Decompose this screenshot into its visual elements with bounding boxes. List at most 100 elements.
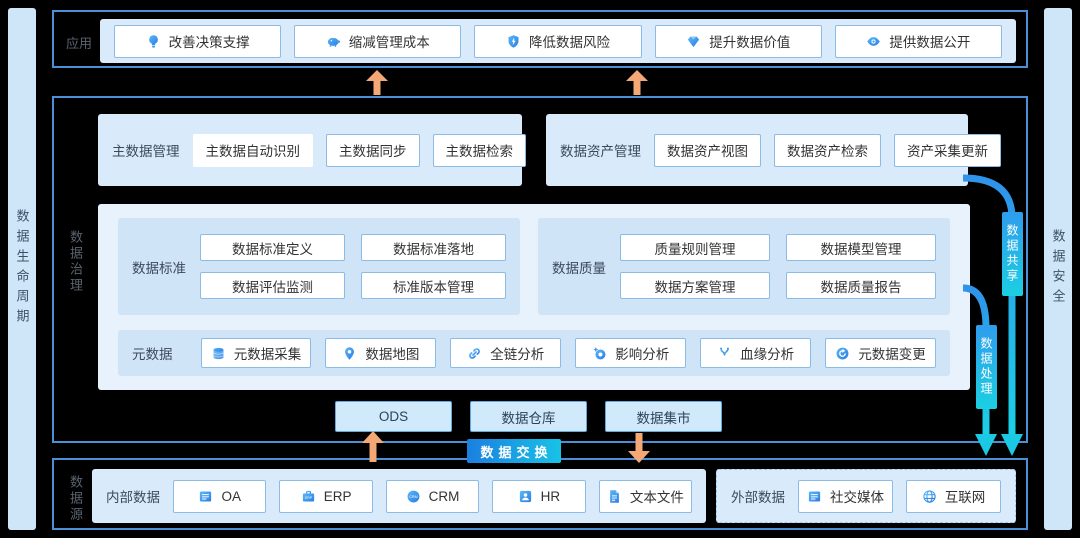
asset-view-button[interactable]: 数据资产视图 [654,133,761,167]
globe-icon [923,489,936,503]
button-label: 文本文件 [629,490,684,505]
svg-text:ERP: ERP [305,496,313,500]
quality-report-button[interactable]: 数据质量报告 [786,272,936,299]
data-assets-label: 数据资产管理 [560,144,641,159]
data-exchange-badge: 数据交换 [467,439,561,463]
governance-big-panel: 数据标准 数据标准定义 数据标准落地 数据评估监测 标准版本管理 数据质量 质量… [98,204,970,390]
governance-section-label: 数据治理 [68,230,83,294]
application-section-label: 应用 [66,36,93,51]
button-label: ODS [378,409,409,424]
data-quality-panel: 数据质量 质量规则管理 数据模型管理 数据方案管理 数据质量报告 [538,218,950,315]
button-label: 数据地图 [365,347,420,362]
button-label: 主数据同步 [339,144,407,159]
application-panel: 改善决策支撑 缩减管理成本 降低数据风险 提升数据价值 提供数据公开 [100,19,1016,63]
impact-analysis-button[interactable]: 影响分析 [575,338,687,368]
button-label: 资产采集更新 [907,144,988,159]
external-data-label: 外部数据 [731,490,785,505]
data-security-bar: 数据安全 [1044,8,1072,530]
metadata-change-button[interactable]: 元数据变更 [825,338,937,368]
storage-row: ODS 数据仓库 数据集市 [335,401,722,432]
button-label: 数据仓库 [501,410,556,426]
improve-decision-button[interactable]: 改善决策支撑 [114,24,282,58]
social-media-button[interactable]: 社交媒体 [798,479,893,513]
oa-button[interactable]: OA [173,479,267,513]
metadata-label: 元数据 [132,347,173,362]
asset-search-button[interactable]: 数据资产检索 [774,133,881,167]
data-model-button[interactable]: 数据模型管理 [786,234,936,261]
lightbulb-icon [148,34,158,47]
button-label: 提升数据价值 [709,35,791,50]
button-label: 数据模型管理 [820,241,902,257]
application-section: 应用 改善决策支撑 缩减管理成本 降低数据风险 提升数据价值 提供数据公开 [52,10,1028,68]
master-data-search-button[interactable]: 主数据检索 [432,133,526,167]
data-standards-panel: 数据标准 数据标准定义 数据标准落地 数据评估监测 标准版本管理 [118,218,520,315]
internal-data-panel: 内部数据 OA ERP ERP CRM CRM HR 文本文件 [92,469,706,523]
full-chain-analysis-button[interactable]: 全链分析 [450,338,562,368]
data-process-badge: 数据处理 [976,325,997,409]
hr-button[interactable]: HR [492,479,586,513]
data-source-section-label: 数据源 [68,475,83,523]
master-data-sync-button[interactable]: 主数据同步 [326,133,420,167]
oa-doc-icon [200,491,212,501]
map-pin-icon [345,346,355,360]
button-label: 主数据检索 [445,144,514,159]
reduce-risk-button[interactable]: 降低数据风险 [474,24,642,58]
hr-person-icon [519,490,531,502]
button-label: 缩减管理成本 [348,35,430,50]
quality-rules-button[interactable]: 质量规则管理 [620,234,770,261]
data-mart-button[interactable]: 数据集市 [605,401,722,432]
open-data-button[interactable]: 提供数据公开 [834,24,1003,58]
button-label: 全链分析 [490,347,545,362]
chain-link-icon [469,347,481,359]
badge-label: 数据处理 [979,337,993,397]
badge-label: 数据交换 [480,444,553,460]
data-assess-button[interactable]: 数据评估监测 [200,272,345,299]
data-map-button[interactable]: 数据地图 [325,338,437,368]
data-lifecycle-label: 数据生命周期 [14,209,30,329]
asset-collect-button[interactable]: 资产采集更新 [894,133,1001,167]
text-file-button[interactable]: 文本文件 [598,479,693,513]
svg-text:CRM: CRM [409,494,418,498]
crm-button[interactable]: CRM CRM [385,479,480,513]
flow-arrowhead [1001,434,1023,456]
button-label: OA [221,488,241,504]
flow-arrowhead [975,434,997,456]
data-lifecycle-bar: 数据生命周期 [8,8,36,530]
reduce-cost-button[interactable]: 缩减管理成本 [294,24,462,58]
share-process-flow-arrows [962,174,1023,456]
button-label: 数据标准定义 [232,241,313,257]
refresh-circle-icon [836,347,849,359]
button-label: 社交媒体 [830,490,884,505]
button-label: 数据集市 [636,410,691,426]
exchange-down-arrow [628,433,650,463]
standard-version-button[interactable]: 标准版本管理 [361,272,506,299]
button-label: 数据方案管理 [654,279,736,295]
button-label: ERP [323,488,352,504]
metadata-collect-button[interactable]: 元数据采集 [200,338,312,368]
data-share-badge: 数据共享 [1002,212,1023,296]
master-data-auto-id-button[interactable]: 主数据自动识别 [192,133,313,167]
eye-icon [867,36,881,46]
exchange-up-arrow [362,431,384,462]
erp-case-icon: ERP [302,490,314,501]
button-label: HR [540,488,561,504]
button-label: 元数据采集 [233,347,302,362]
internet-button[interactable]: 互联网 [906,479,1001,513]
metadata-panel: 元数据 元数据采集 数据地图 全链分析 影响分析 [118,330,950,376]
ods-button[interactable]: ODS [335,401,452,432]
erp-button[interactable]: ERP ERP [279,479,373,513]
raise-value-button[interactable]: 提升数据价值 [654,24,822,58]
standard-landing-button[interactable]: 数据标准落地 [361,234,506,261]
button-label: 数据评估监测 [232,279,313,295]
data-plan-button[interactable]: 数据方案管理 [620,272,770,299]
lineage-analysis-button[interactable]: 血缘分析 [700,338,812,368]
master-data-label: 主数据管理 [112,144,180,159]
data-warehouse-button[interactable]: 数据仓库 [470,401,587,432]
data-quality-label: 数据质量 [552,260,606,276]
button-label: 提供数据公开 [889,35,971,50]
standard-define-button[interactable]: 数据标准定义 [200,234,345,261]
governance-section: 数据治理 主数据管理 主数据自动识别 主数据同步 主数据检索 数据资产管理 数据… [52,96,1028,443]
impact-star-icon [593,346,606,359]
text-file-icon [609,489,619,503]
button-label: 质量规则管理 [654,241,736,257]
